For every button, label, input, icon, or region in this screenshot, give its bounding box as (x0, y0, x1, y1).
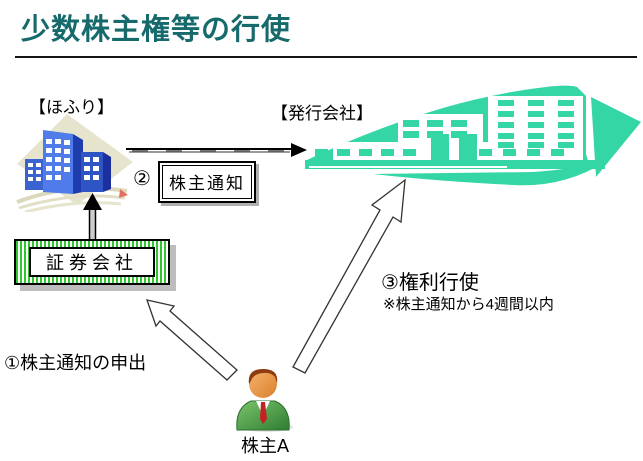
page-title: 少数株主権等の行使 (21, 14, 292, 46)
hair (248, 369, 278, 384)
issuer-building-icon (305, 85, 641, 186)
tie (260, 402, 267, 424)
building-windows (315, 100, 574, 161)
shareholder-label: 株主A (241, 436, 290, 456)
red-accent (119, 189, 128, 198)
notice-arrow-right-icon (126, 143, 307, 157)
hofuri-buildings-icon (16, 114, 133, 212)
shareholder-notice-label: 株主通知 (162, 165, 252, 199)
shareholder-notice-box: 株主通知 (158, 161, 256, 203)
securities-company-box: 証券会社 (14, 239, 170, 285)
blue-buildings (25, 130, 111, 194)
shareholder-person-icon (236, 369, 293, 432)
securities-company-label: 証券会社 (29, 247, 155, 277)
teal-building-silhouette (305, 85, 641, 186)
step3-note: ※株主通知から4週間以内 (383, 296, 554, 313)
step1-outline-arrow-icon (146, 299, 238, 381)
face (249, 370, 277, 398)
step3-label: ③権利行使 (381, 272, 479, 294)
hofuri-label: 【ほふり】 (29, 98, 114, 117)
step2-number: ② (133, 168, 151, 190)
issuer-label: 【発行会社】 (271, 104, 373, 123)
step1-label: ①株主通知の申出 (4, 353, 147, 373)
title-underline (15, 56, 637, 58)
